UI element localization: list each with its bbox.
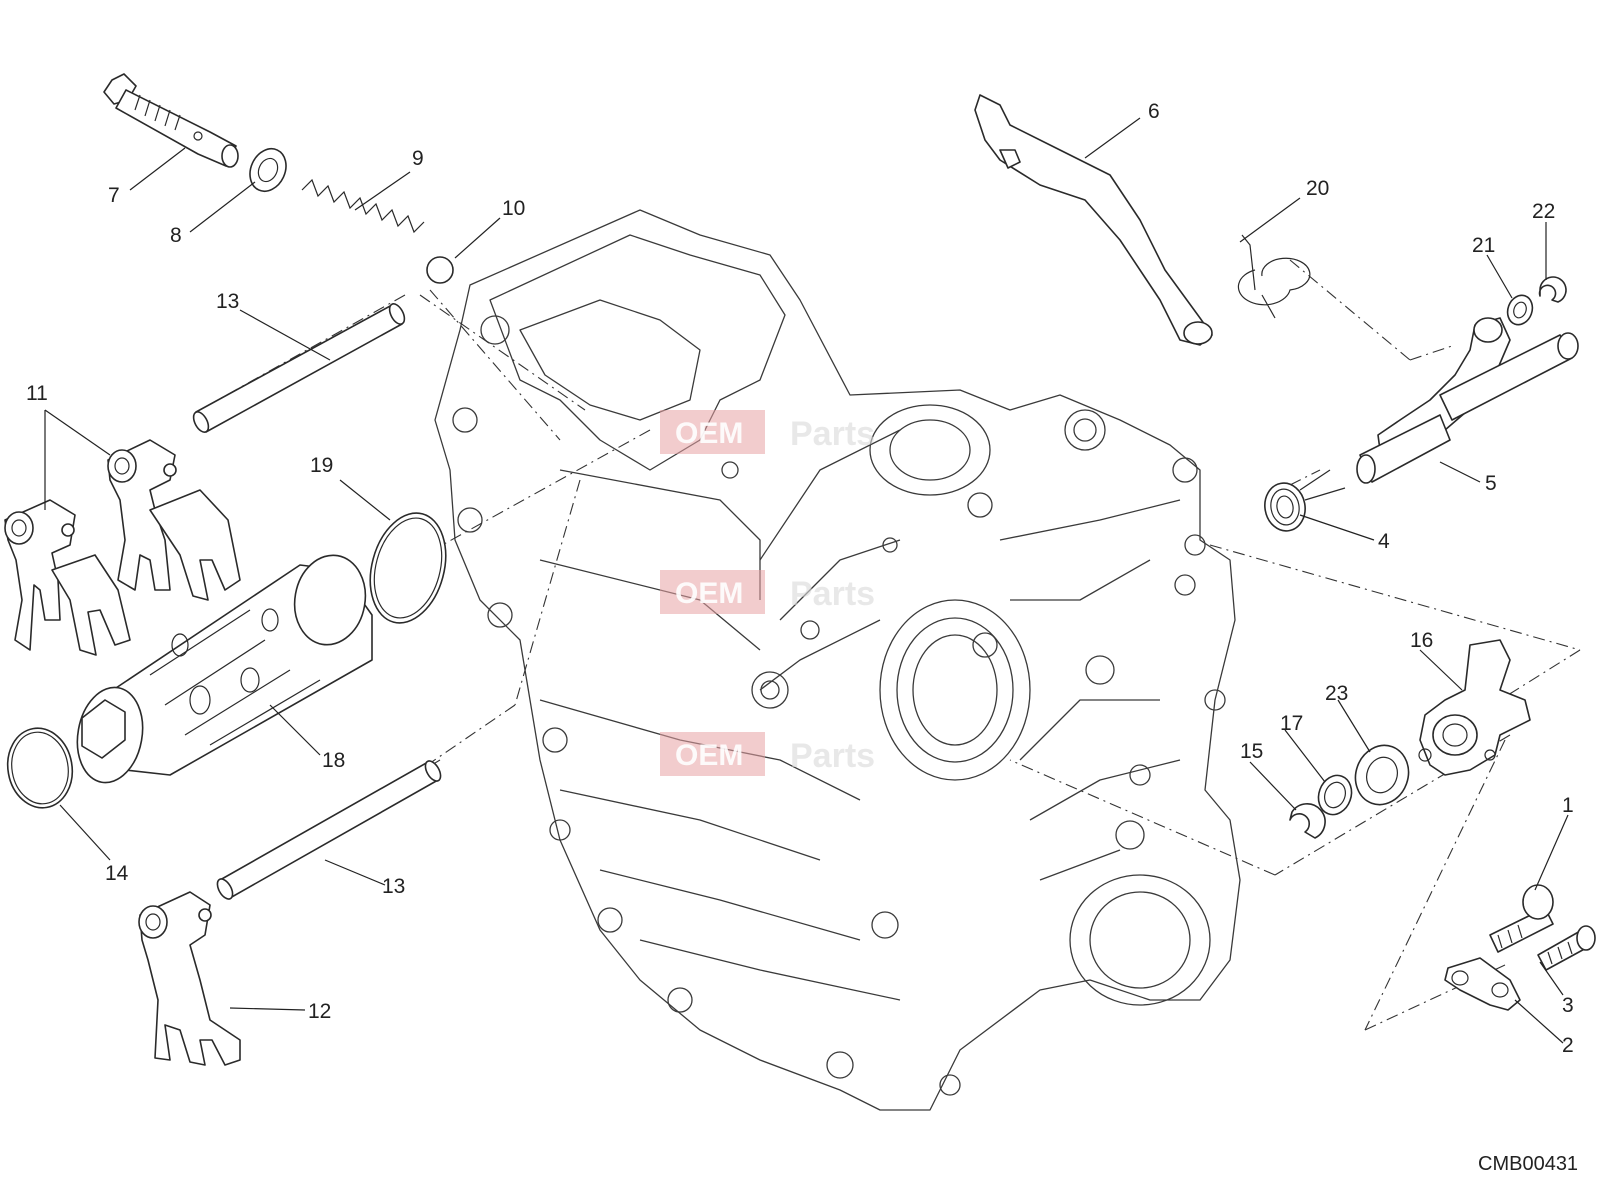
callout-16: 16	[1410, 629, 1433, 652]
callout-11: 11	[26, 382, 48, 405]
plate-bolt-large	[1489, 884, 1554, 953]
retaining-plate	[1444, 957, 1521, 1011]
crankcase-half	[434, 209, 1241, 1111]
svg-text:OEM: OEM	[675, 577, 743, 610]
drum-o-ring	[369, 512, 447, 624]
svg-text:Parts: Parts	[790, 415, 875, 453]
svg-text:Parts: Parts	[790, 575, 875, 613]
callout-15: 15	[1240, 740, 1263, 763]
detent-plunger-screw	[103, 73, 239, 168]
leader-lines	[44, 117, 1569, 1044]
drawing-code: CMB00431	[1478, 1153, 1578, 1175]
watermark: OEM Parts OEM Parts OEM Parts	[660, 410, 875, 776]
callout-5: 5	[1485, 472, 1497, 495]
callout-18: 18	[322, 749, 345, 772]
detent-spring	[301, 178, 425, 234]
ratchet-plate	[1418, 639, 1531, 776]
shaft-circlip	[1289, 803, 1326, 839]
selector-drum	[76, 554, 373, 784]
callout-22: 22	[1532, 200, 1555, 223]
shaft-return-spring	[1264, 469, 1346, 532]
svg-text:OEM: OEM	[675, 739, 743, 772]
callout-19: 19	[310, 454, 333, 477]
shaft-washer	[1506, 294, 1534, 326]
callout-7: 7	[108, 184, 120, 207]
callout-2: 2	[1562, 1034, 1574, 1057]
thrust-washer	[1317, 774, 1353, 816]
sealing-washer	[249, 148, 287, 192]
fork-shaft-upper	[192, 303, 406, 433]
svg-text:Parts: Parts	[790, 737, 875, 775]
svg-text:OEM: OEM	[675, 417, 743, 450]
shaft-bushing	[1354, 744, 1410, 806]
callout-labels: 1 2 3 4 5 6 7 8 9 10 11 12 13 13 14 15 1…	[26, 100, 1574, 1057]
circlip-small	[1538, 276, 1567, 303]
callout-1: 1	[1562, 794, 1574, 817]
drum-end-o-ring	[6, 727, 74, 809]
gear-shift-arm	[974, 94, 1213, 346]
callout-13-lower: 13	[382, 875, 405, 898]
callout-6: 6	[1148, 100, 1160, 123]
return-spring	[1237, 234, 1311, 319]
callout-23: 23	[1325, 682, 1348, 705]
callout-10: 10	[502, 197, 525, 220]
callout-14: 14	[105, 862, 129, 885]
fork-shaft-lower	[216, 760, 442, 900]
callout-4: 4	[1378, 530, 1390, 553]
callout-20: 20	[1306, 177, 1329, 200]
callout-8: 8	[170, 224, 182, 247]
callout-3: 3	[1562, 994, 1574, 1017]
selector-fork-pair	[4, 439, 241, 656]
callout-12: 12	[308, 1000, 331, 1023]
callout-17: 17	[1280, 712, 1303, 735]
plate-screw-small	[1537, 925, 1596, 971]
detent-ball	[426, 256, 454, 284]
selector-fork-single	[138, 891, 241, 1066]
callout-13-upper: 13	[216, 290, 239, 313]
callout-9: 9	[412, 147, 424, 170]
callout-21: 21	[1472, 234, 1495, 257]
gearshift-shaft	[1356, 317, 1579, 484]
